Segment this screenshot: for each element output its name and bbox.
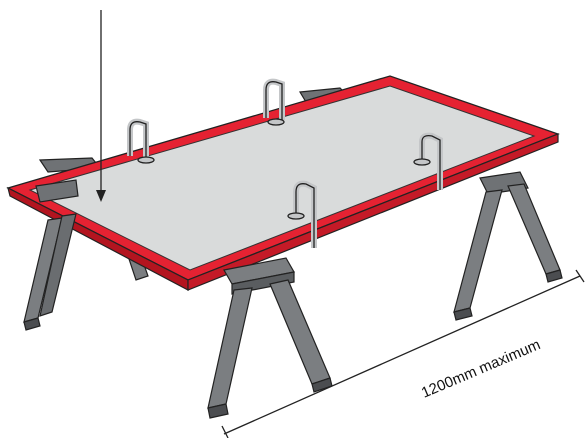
clamp-front [287,180,317,248]
sawhorse-front-center [207,257,333,419]
arrow [96,10,106,202]
dimension-label: 1200mm maximum [419,336,543,401]
sawhorse-back-right [298,87,563,321]
table-board [6,75,560,291]
clamp-back [263,78,285,126]
clamp-right [413,132,443,190]
clamp-left [127,118,155,164]
sawhorse-front-left [23,179,79,331]
